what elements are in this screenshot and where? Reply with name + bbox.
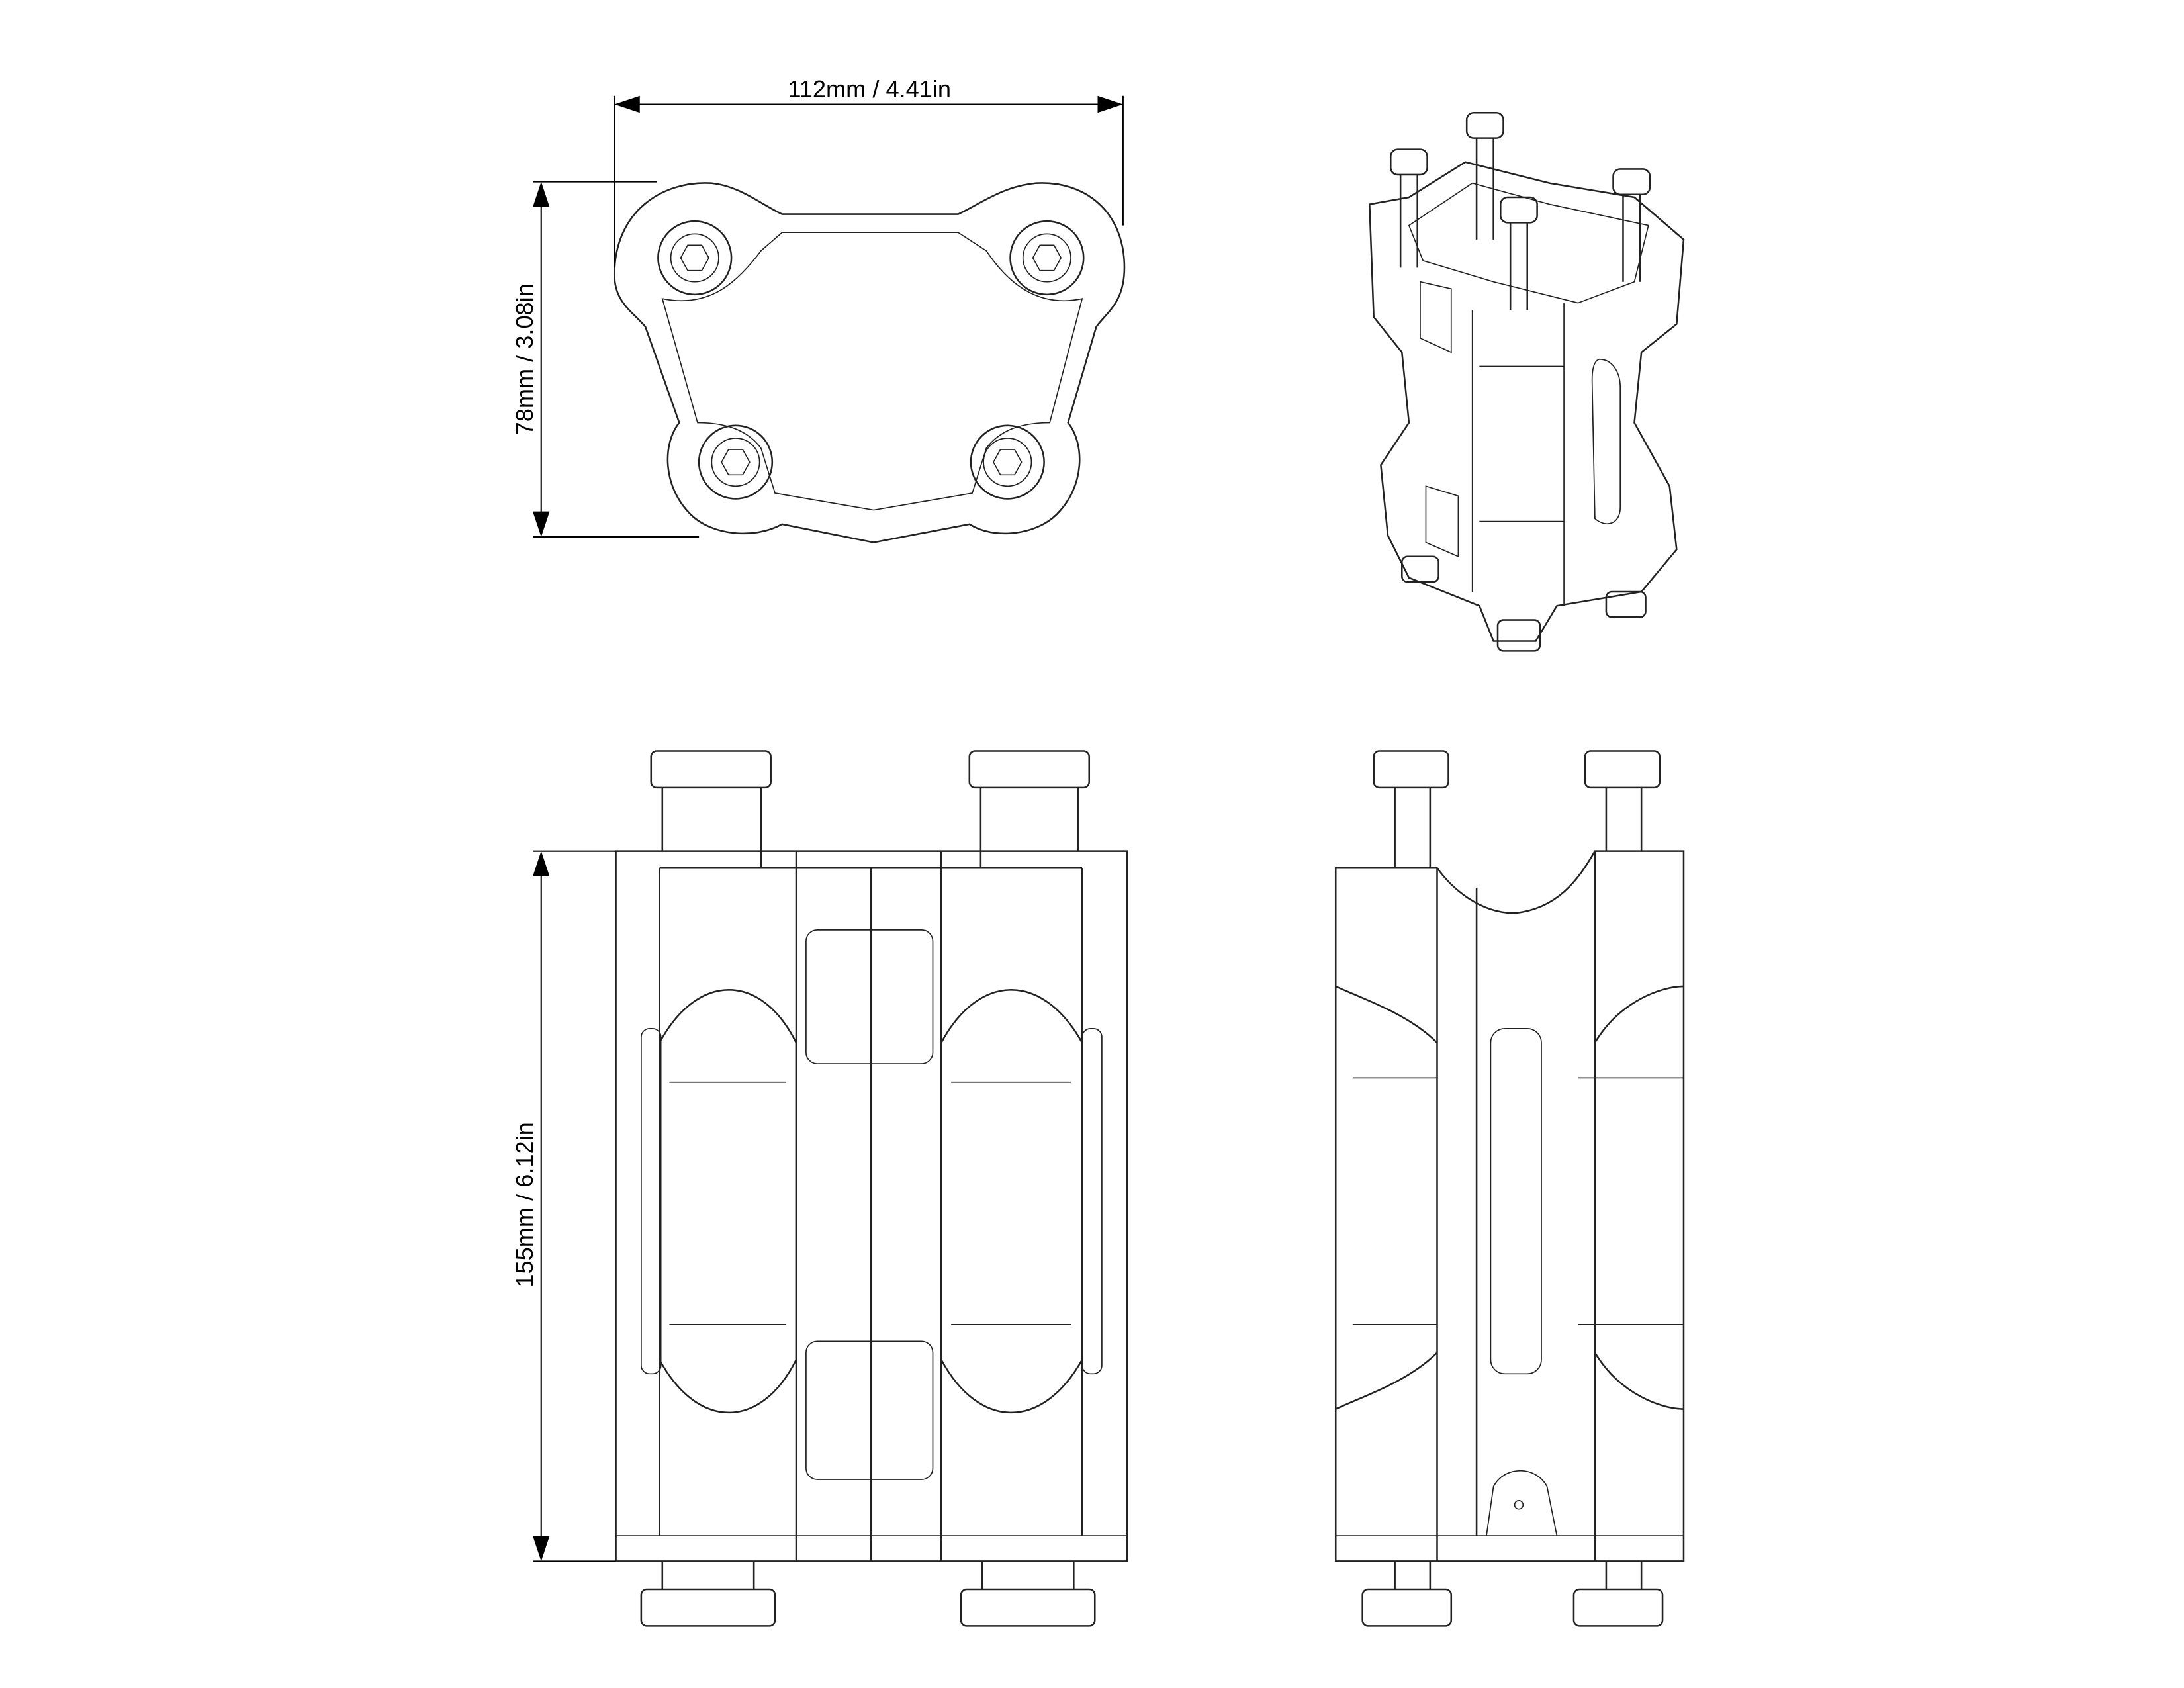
bolt	[1584, 750, 1661, 851]
bolt	[1373, 750, 1449, 868]
nut	[640, 1561, 776, 1627]
height-dimension: 155mm / 6.12in	[511, 850, 616, 1562]
width-label: 112mm / 4.41in	[788, 75, 951, 103]
bolt	[650, 750, 772, 868]
bolt	[1612, 168, 1651, 282]
isometric-view	[1369, 112, 1685, 652]
top-view	[614, 182, 1126, 543]
bolt-head	[698, 424, 774, 500]
side-view	[1334, 750, 1685, 1627]
nut	[1361, 1561, 1453, 1627]
nut	[1401, 555, 1647, 652]
front-view	[615, 750, 1128, 1627]
height-label: 155mm / 6.12in	[511, 1122, 538, 1287]
bolt	[1500, 196, 1538, 310]
bolt-head	[657, 220, 733, 296]
bolt-head	[970, 424, 1045, 500]
nut	[960, 1561, 1096, 1627]
bolt	[1389, 148, 1428, 268]
bolt	[1465, 112, 1504, 240]
width-dimension: 112mm / 4.41in	[614, 75, 1124, 268]
nut	[1572, 1561, 1664, 1627]
bolt	[968, 750, 1091, 868]
depth-label: 78mm / 3.08in	[511, 283, 538, 435]
bolt-head	[1009, 220, 1085, 296]
depth-dimension: 78mm / 3.08in	[511, 181, 700, 538]
